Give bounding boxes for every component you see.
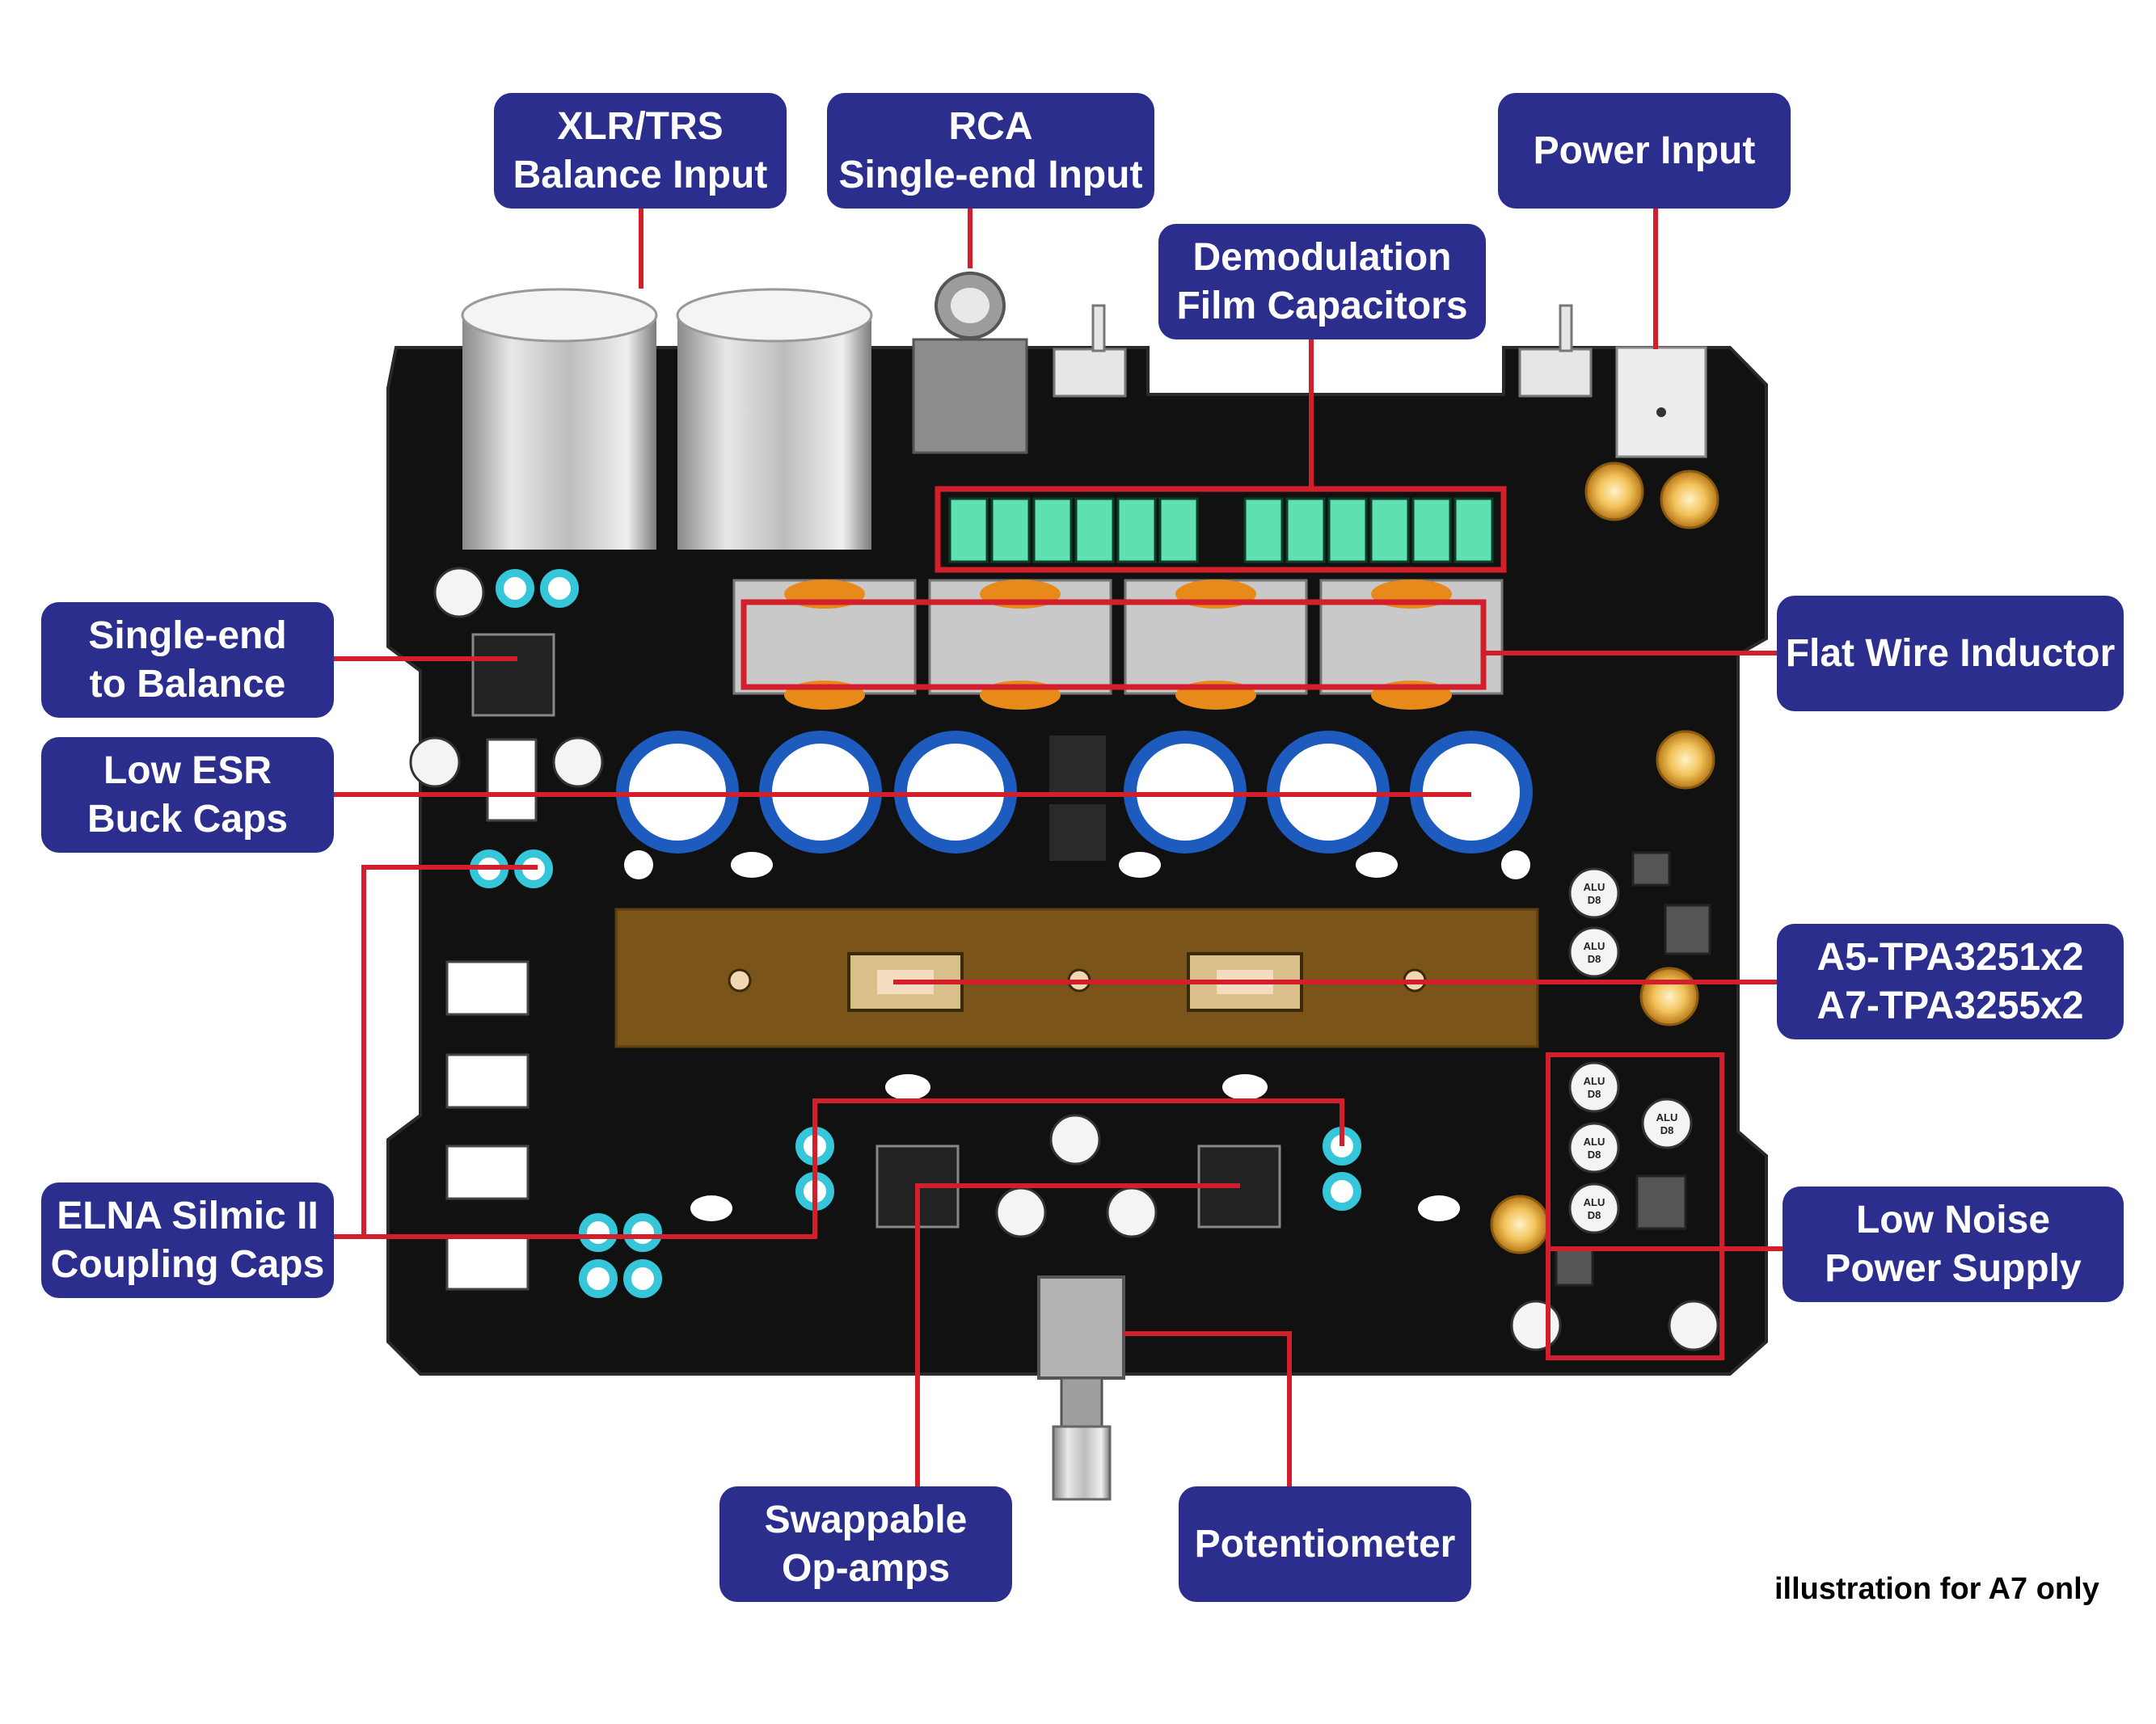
power-supply-highlight: [1546, 1052, 1724, 1360]
label-line: Low ESR: [103, 748, 272, 792]
inductors: [732, 579, 1504, 710]
label-power-input: Power Input: [1498, 93, 1791, 209]
label-line: to Balance: [89, 662, 286, 706]
power-jack: [1615, 346, 1707, 458]
label-line: Buck Caps: [86, 797, 289, 841]
label-line: Single-end Input: [838, 153, 1143, 196]
label-amplifier-chip: A5-TPA3251x2 A7-TPA3255x2: [1777, 924, 2124, 1039]
label-low-esr-buck-caps: Low ESR Buck Caps: [41, 737, 334, 853]
cap-marking: ALU: [1584, 1136, 1605, 1148]
label-line: Potentiometer: [1194, 1522, 1456, 1566]
leader-lines: [333, 208, 1783, 1490]
label-line: Film Capacitors: [1176, 284, 1468, 327]
board-slots: [624, 850, 1530, 1221]
potentiometer-part: [1037, 1275, 1125, 1501]
label-line: RCA: [948, 104, 1033, 148]
cap-marking: ALU: [1656, 1111, 1678, 1123]
cap-marking: ALU: [1584, 1196, 1605, 1208]
label-line: Single-end: [88, 613, 287, 657]
power-supply-parts: [1555, 851, 1711, 1287]
cap-marking: D8: [1660, 1124, 1674, 1136]
label-elna-coupling-caps: ELNA Silmic II Coupling Caps: [41, 1182, 334, 1298]
cap-marking: D8: [1588, 1088, 1601, 1100]
label-line: ELNA Silmic II: [57, 1194, 319, 1237]
label-line: XLR/TRS: [557, 104, 724, 148]
cap-marking: D8: [1588, 894, 1601, 906]
label-xlr-balance-input: XLR/TRS Balance Input: [494, 93, 787, 209]
label-demodulation-film-capacitors: Demodulation Film Capacitors: [1158, 224, 1486, 339]
cap-marking: ALU: [1584, 881, 1605, 893]
label-potentiometer: Potentiometer: [1179, 1486, 1471, 1602]
xlr-connectors: [461, 288, 873, 550]
cap-marking: ALU: [1584, 940, 1605, 952]
label-line: A7-TPA3255x2: [1816, 984, 2084, 1027]
switches: [1053, 304, 1593, 398]
label-swappable-op-amps: Swappable Op-amps: [719, 1486, 1012, 1602]
label-line: Power Supply: [1825, 1246, 2082, 1290]
label-flat-wire-inductor: Flat Wire Inductor: [1777, 596, 2124, 711]
cap-marking: D8: [1588, 953, 1601, 965]
cap-marking: D8: [1588, 1209, 1601, 1221]
label-line: Power Input: [1533, 129, 1756, 172]
label-line: Demodulation: [1192, 235, 1452, 279]
label-line: Low Noise: [1855, 1198, 2051, 1241]
cap-marking: D8: [1588, 1149, 1601, 1161]
label-line: Flat Wire Inductor: [1785, 631, 2116, 675]
label-line: Balance Input: [513, 153, 768, 196]
label-line: Op-amps: [781, 1546, 951, 1590]
cap-marking: ALU: [1584, 1075, 1605, 1087]
alu-caps: ALU D8 ALU D8 ALU D8 ALU D8 ALU D8 ALU D…: [409, 567, 1719, 1351]
center-ics: [1049, 736, 1106, 861]
label-line: Swappable: [764, 1498, 968, 1541]
film-cap-highlight: [935, 486, 1507, 573]
film-capacitor-bank: [948, 497, 1494, 563]
relays: [445, 738, 538, 1291]
inductor-highlight: [740, 599, 1487, 690]
label-line: Coupling Caps: [50, 1242, 325, 1286]
label-single-end-to-balance: Single-end to Balance: [41, 602, 334, 718]
rca-connector: [912, 272, 1028, 454]
label-low-noise-power-supply: Low Noise Power Supply: [1783, 1187, 2124, 1302]
label-line: A5-TPA3251x2: [1816, 935, 2084, 979]
label-rca-single-end-input: RCA Single-end Input: [827, 93, 1154, 209]
footnote: illustration for A7 only: [1774, 1572, 2099, 1606]
